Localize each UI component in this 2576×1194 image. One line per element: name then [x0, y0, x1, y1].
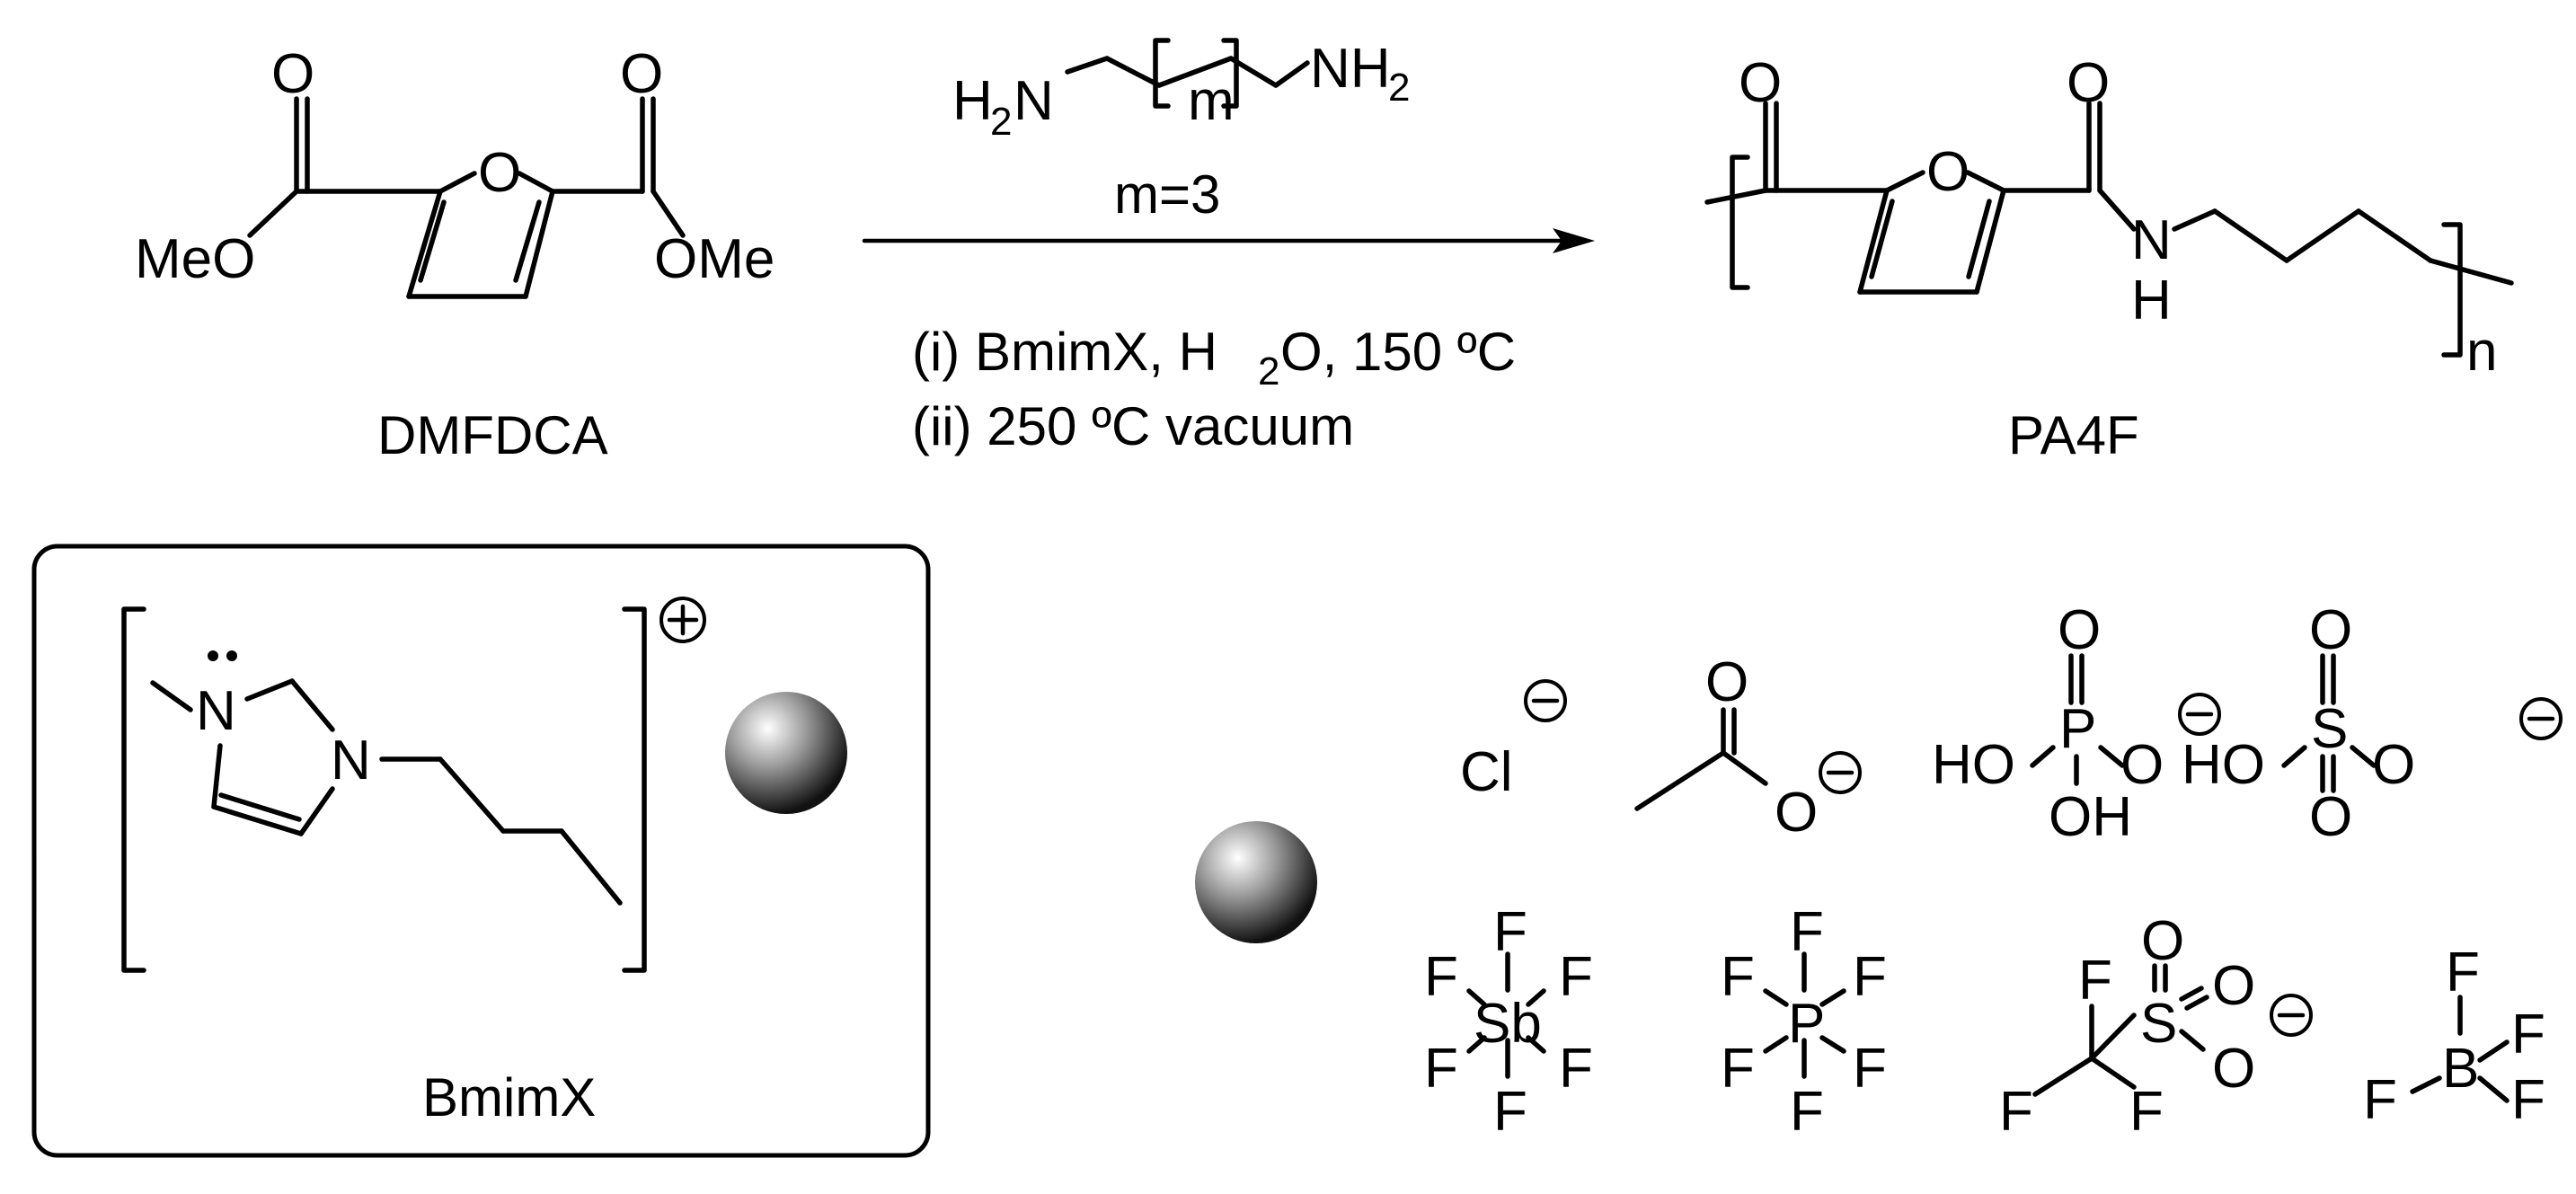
diamine-h-left-sub: 2: [990, 100, 1012, 144]
diamine-structure: [1065, 38, 1310, 109]
phosphate-p: P: [2059, 698, 2096, 760]
sbf6-f-lower-right: F: [1559, 1038, 1593, 1100]
sbf6-f-top: F: [1493, 901, 1527, 963]
sulfate-structure: [2281, 653, 2563, 793]
step-one-suffix: O, 150 ºC: [1280, 322, 1516, 382]
diamine-n-left: N: [1014, 70, 1054, 132]
dmfdca-structure: [247, 96, 686, 299]
diamine-nh-right: NH: [1310, 38, 1391, 100]
step-one-sub: 2: [1258, 349, 1279, 394]
pa4f-amide-h: H: [2131, 270, 2172, 332]
triflate-f-right: F: [2129, 1081, 2164, 1143]
pa4f-ring-oxygen: O: [1926, 141, 1970, 203]
acetate-o-minus: O: [1775, 782, 1818, 844]
diamine-h-left: H: [952, 70, 993, 132]
triflate-o-right: O: [2212, 955, 2255, 1017]
triflate-o-top: O: [2141, 910, 2184, 972]
phosphate-oh: OH: [2049, 786, 2132, 848]
pf6-f-upper-right: F: [1853, 946, 1887, 1008]
cation-charge-circle: [659, 597, 706, 643]
phosphate-structure: [2030, 653, 2221, 786]
bmim-structure: [121, 597, 706, 973]
bf4-b: B: [2442, 1038, 2479, 1100]
reaction-arrow: [862, 228, 1595, 253]
pa4f-name: PA4F: [2008, 405, 2139, 465]
sbf6-structure: [1466, 951, 1546, 1079]
bf4-f-bottom-right: F: [2511, 1069, 2545, 1131]
pf6-f-upper-left: F: [1721, 946, 1755, 1008]
pa4f-carbonyl-o-left: O: [1739, 52, 1782, 114]
sbf6-f-upper-left: F: [1424, 946, 1458, 1008]
sulfate-o-top: O: [2309, 599, 2352, 661]
pa4f-amide-n: N: [2131, 209, 2172, 271]
bmim-name: BmimX: [422, 1067, 596, 1128]
step-one-prefix: (i) BmimX, H: [912, 322, 1217, 382]
bf4-f-left: F: [2363, 1069, 2397, 1131]
sbf6-f-upper-right: F: [1559, 946, 1593, 1008]
diamine-repeat-m: m: [1188, 70, 1235, 132]
pf6-f-bottom: F: [1790, 1081, 1824, 1143]
bf4-f-right: F: [2511, 1004, 2545, 1066]
sbf6-f-lower-left: F: [1424, 1038, 1458, 1100]
bf4-f-top: F: [2446, 942, 2480, 1004]
pf6-f-lower-left: F: [1721, 1038, 1755, 1100]
anion-sphere: [1195, 821, 1317, 943]
dmfdca-carbonyl-o-left: O: [271, 43, 314, 105]
triflate-o-minus: O: [2212, 1038, 2255, 1100]
triflate-s: S: [2140, 993, 2177, 1055]
pf6-structure: [1763, 951, 1846, 1079]
bmim-n1: N: [196, 680, 236, 742]
phosphate-o-right: O: [2120, 734, 2164, 796]
sulfate-o-bottom: O: [2309, 786, 2352, 848]
pf6-f-top: F: [1790, 901, 1824, 963]
condition-m: m=3: [1114, 164, 1220, 225]
dmfdca-name: DMFDCA: [377, 405, 608, 465]
sbf6-f-bottom: F: [1493, 1081, 1527, 1143]
pf6-p: P: [1788, 993, 1825, 1055]
triflate-f-top: F: [2078, 950, 2112, 1012]
triflate-structure: [2032, 963, 2313, 1097]
triflate-f-left: F: [1999, 1081, 2033, 1143]
pf6-f-lower-right: F: [1853, 1038, 1887, 1100]
bmim-counterion-sphere: [725, 692, 847, 814]
acetate-o-top: O: [1705, 651, 1748, 713]
dmfdca-carbonyl-o-right: O: [620, 43, 663, 105]
chloride-minus-icon: [1524, 679, 1567, 722]
dmfdca-ring-oxygen: O: [478, 142, 521, 204]
sbf6-sb: Sb: [1474, 993, 1542, 1055]
sulfate-s: S: [2311, 698, 2348, 760]
bmim-n2: N: [331, 730, 371, 792]
pa4f-repeat-n: n: [2466, 321, 2497, 383]
acetate-structure: [1634, 707, 1862, 811]
cation-box: [31, 544, 931, 1158]
pa4f-carbonyl-o-right: O: [2067, 52, 2110, 114]
dmfdca-ome: OMe: [654, 228, 775, 290]
chloride-cl: Cl: [1460, 741, 1513, 803]
diamine-nh-right-sub: 2: [1388, 66, 1410, 110]
phosphate-ho: HO: [1932, 734, 2015, 796]
bf4-structure: [2410, 995, 2510, 1103]
phosphate-o-top: O: [2058, 599, 2101, 661]
dmfdca-meo: MeO: [135, 228, 255, 290]
step-two: (ii) 250 ºC vacuum: [912, 396, 1354, 456]
pa4f-structure: [1704, 101, 2514, 358]
sulfate-ho: HO: [2182, 734, 2265, 796]
sulfate-o-right: O: [2372, 734, 2415, 796]
